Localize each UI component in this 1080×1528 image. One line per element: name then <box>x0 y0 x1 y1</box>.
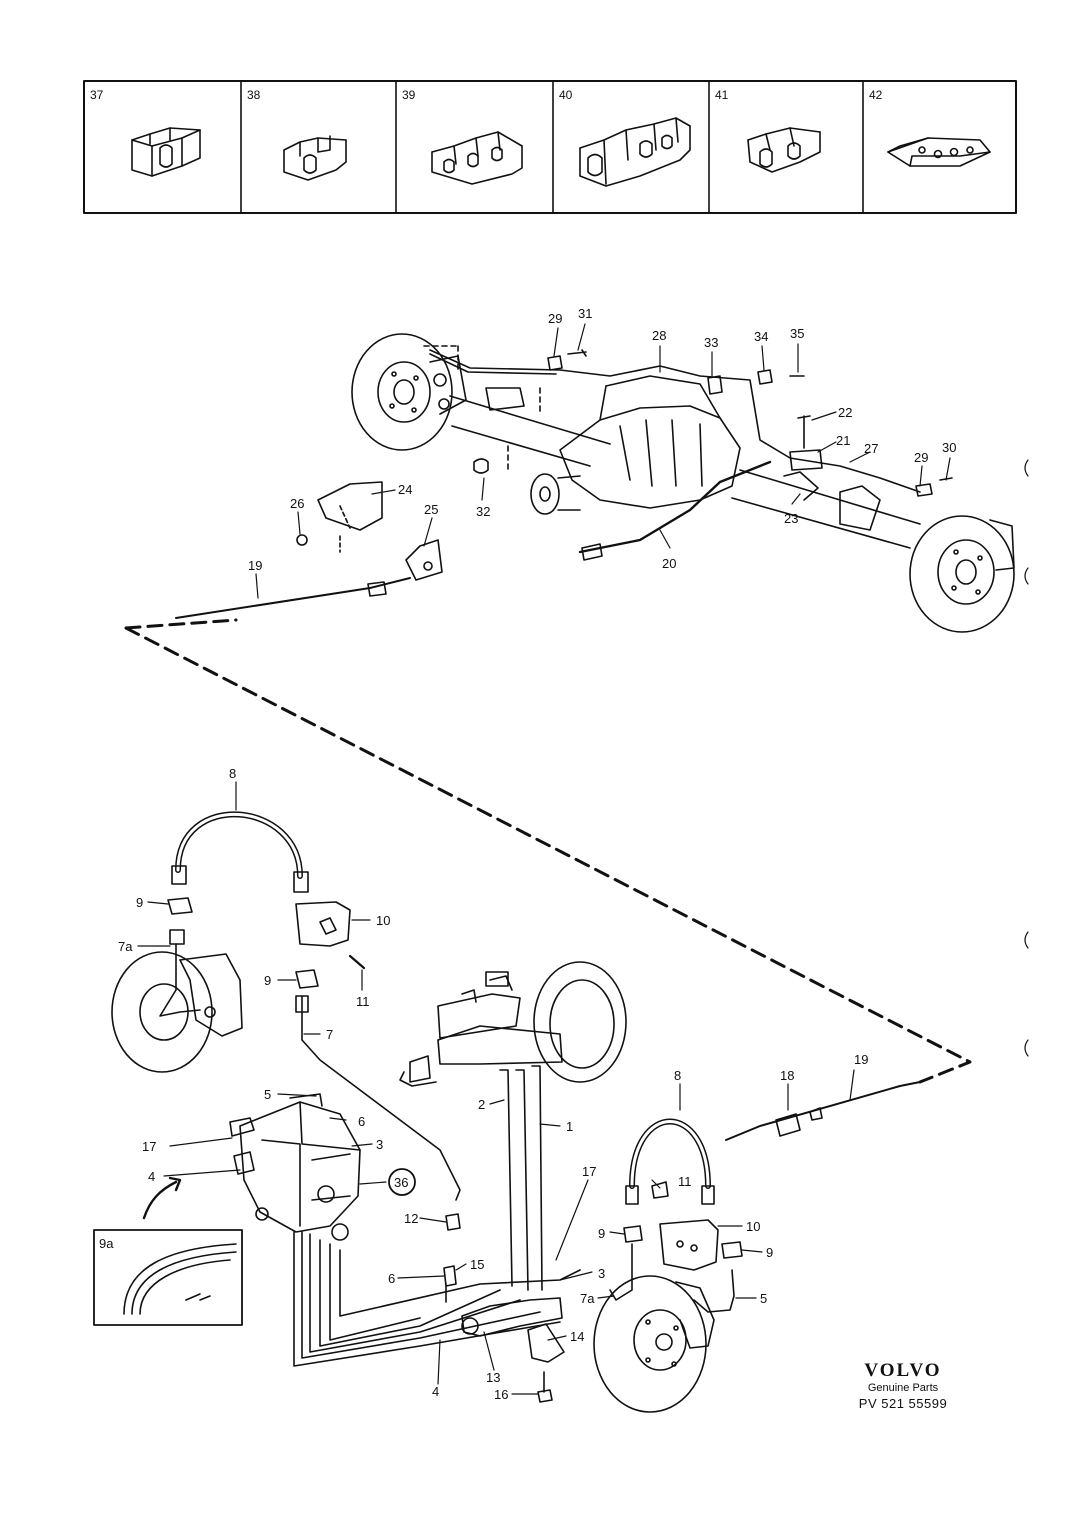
callout-14: 14 <box>570 1329 584 1344</box>
volvo-logo: VOLVO <box>864 1360 942 1381</box>
callout-9-left: 9 <box>136 895 143 910</box>
callout-7: 7 <box>326 1027 333 1042</box>
callout-6-lower: 6 <box>388 1271 395 1286</box>
clip-42-drawing <box>887 137 991 167</box>
callout-7a-left: 7a <box>118 939 133 954</box>
volvo-branding: VOLVO Genuine Parts PV 521 55599 <box>848 1360 958 1412</box>
callout-26: 26 <box>290 496 304 511</box>
callout-3-lower: 3 <box>598 1266 605 1281</box>
clip-number-41: 41 <box>715 88 729 102</box>
callout-5-right: 5 <box>760 1291 767 1306</box>
callout-27: 27 <box>864 441 878 456</box>
callout-29: 29 <box>548 311 562 326</box>
callout-21: 21 <box>836 433 850 448</box>
clip-number-38: 38 <box>247 88 261 102</box>
callout-11-upper: 11 <box>356 994 370 1009</box>
callout-8-left: 8 <box>229 766 236 781</box>
callout-31: 31 <box>578 306 592 321</box>
detail-9a <box>93 1176 243 1326</box>
clip-number-42: 42 <box>869 88 883 102</box>
callout-12: 12 <box>404 1211 418 1226</box>
cable-route-dashed <box>124 618 972 1084</box>
callout-23: 23 <box>784 511 798 526</box>
front-brake-assembly <box>93 811 921 1413</box>
callout-8-right: 8 <box>674 1068 681 1083</box>
callout-10-lower: 10 <box>746 1219 760 1234</box>
callout-19-lower: 19 <box>854 1052 868 1067</box>
callout-29-right: 29 <box>914 450 928 465</box>
callout-4-left: 4 <box>148 1169 155 1184</box>
callout-5-left: 5 <box>264 1087 271 1102</box>
callout-35: 35 <box>790 326 804 341</box>
scan-margin-marks <box>1024 459 1029 1057</box>
callout-1: 1 <box>566 1119 573 1134</box>
clip-38-drawing <box>283 135 347 181</box>
callout-15: 15 <box>470 1257 484 1272</box>
clip-40-drawing <box>579 117 691 187</box>
callout-36: 36 <box>394 1175 408 1190</box>
clip-41-drawing <box>747 127 821 173</box>
clip-table: 37 38 39 40 41 42 <box>83 80 1017 214</box>
callout-30: 30 <box>942 440 956 455</box>
genuine-parts-label: Genuine Parts <box>867 1381 939 1394</box>
master-cylinder-booster <box>399 961 627 1087</box>
callout-10-upper: 10 <box>376 913 390 928</box>
clip-37-drawing <box>131 127 201 177</box>
differential-housing <box>530 375 741 515</box>
part-reference: PV 521 55599 <box>858 1396 948 1412</box>
front-left-brake-disc <box>111 929 243 1073</box>
callout-19-upper: 19 <box>248 558 262 573</box>
callout-20: 20 <box>662 556 676 571</box>
callout-25: 25 <box>424 502 438 517</box>
clip-39-drawing <box>431 131 523 185</box>
clip-number-40: 40 <box>559 88 573 102</box>
clip-number-37: 37 <box>90 88 104 102</box>
callout-9-lower-right: 9 <box>766 1245 773 1260</box>
clip-number-39: 39 <box>402 88 416 102</box>
callout-3-upper: 3 <box>376 1137 383 1152</box>
callout-9-middle: 9 <box>264 973 271 988</box>
callout-6-upper: 6 <box>358 1114 365 1129</box>
callout-32: 32 <box>476 504 490 519</box>
callout-17-left: 17 <box>142 1139 156 1154</box>
callout-17-right: 17 <box>582 1164 596 1179</box>
callout-18: 18 <box>780 1068 794 1083</box>
callout-7a-right: 7a <box>580 1291 595 1306</box>
callout-numbers: 29 31 28 33 34 35 22 21 27 29 30 23 32 2… <box>99 306 956 1402</box>
callout-9-lower-left: 9 <box>598 1226 605 1241</box>
callout-11-lower: 11 <box>678 1174 692 1189</box>
callout-16: 16 <box>494 1387 508 1402</box>
callout-34: 34 <box>754 329 768 344</box>
callout-24: 24 <box>398 482 412 497</box>
rear-left-brake-disc <box>351 333 467 451</box>
callout-2: 2 <box>478 1097 485 1112</box>
callout-28: 28 <box>652 328 666 343</box>
callout-13: 13 <box>486 1370 500 1385</box>
rear-axle-assembly <box>175 333 1015 633</box>
abs-hydraulic-unit <box>229 1093 361 1241</box>
callout-4-lower: 4 <box>432 1384 439 1399</box>
leader-lines <box>137 323 951 1395</box>
callout-33: 33 <box>704 335 718 350</box>
rear-right-brake-disc <box>909 515 1015 633</box>
callout-22: 22 <box>838 405 852 420</box>
front-right-brake-disc <box>593 1275 715 1413</box>
callout-9a: 9a <box>99 1236 114 1251</box>
